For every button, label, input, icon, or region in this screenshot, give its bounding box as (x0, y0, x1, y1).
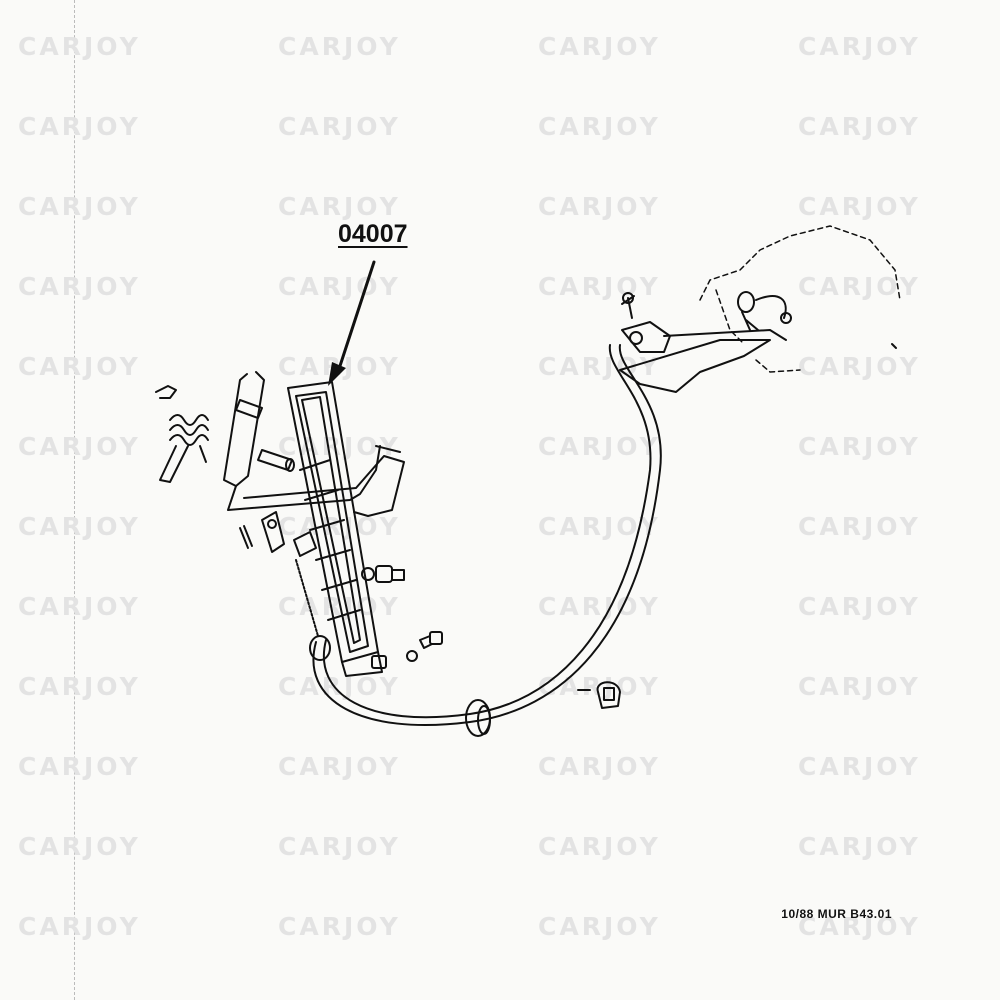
binding-margin-line (74, 0, 75, 1000)
throttle-linkage (737, 291, 792, 331)
accelerator-pedal (287, 381, 387, 677)
cable-bracket (619, 292, 787, 393)
cable-lever (261, 511, 317, 557)
pedal-support-bar (223, 371, 405, 517)
cable-clamp (577, 681, 621, 709)
retaining-clip (155, 385, 177, 399)
engine-outline-dashed (699, 225, 901, 373)
mounting-bolt (406, 631, 443, 662)
throttle-cable (309, 344, 662, 737)
drawing-reference: 10/88 MUR B43.01 (781, 907, 892, 921)
threaded-rod (295, 559, 319, 637)
part-number-label: 04007 (338, 220, 408, 248)
leader-arrow (328, 260, 376, 386)
stray-mark (891, 343, 897, 349)
pedal-bolt (361, 565, 405, 583)
split-pin (239, 525, 253, 549)
pivot-pin (235, 399, 295, 472)
return-spring (159, 414, 209, 483)
